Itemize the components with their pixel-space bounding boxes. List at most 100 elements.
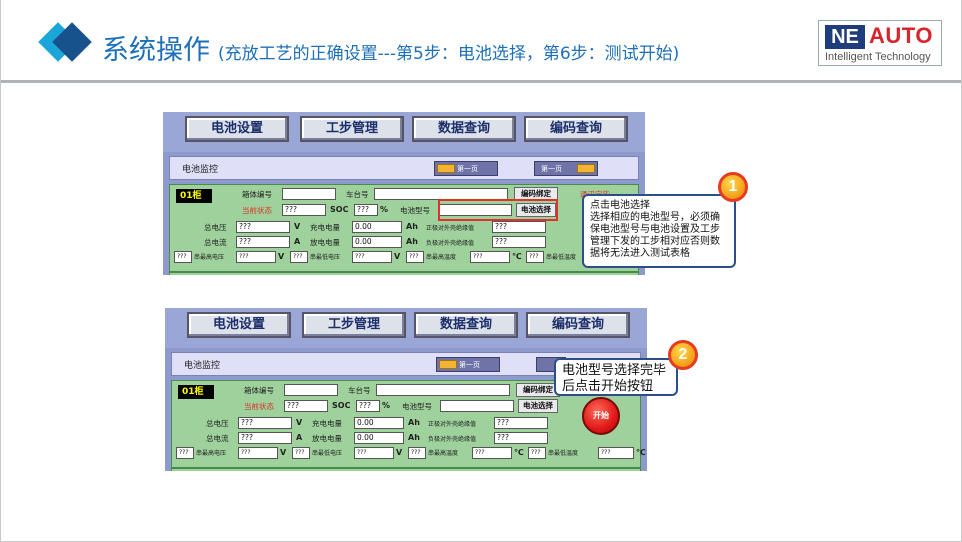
soc-label: SOC xyxy=(330,205,349,214)
cell-high-v-field: ??? xyxy=(174,251,192,263)
callout1-line1: 点击电池选择 xyxy=(590,200,650,211)
callout2-line1: 电池型号选择完毕 xyxy=(562,363,667,378)
bind-code-button-2[interactable]: 编码绑定 xyxy=(516,383,560,397)
tab-code-query[interactable]: 编码查询 xyxy=(524,116,628,142)
tab-battery-settings-2[interactable]: 电池设置 xyxy=(187,312,291,338)
cell-high-t-label: 串最高温度 xyxy=(426,254,457,261)
status-field: ??? xyxy=(282,204,326,216)
cabinet-id-2: 01柜 xyxy=(178,385,214,399)
charge-unit-2: Ah xyxy=(408,418,420,427)
pos-insulation-label: 正极对外壳绝缘值 xyxy=(426,225,475,232)
cell-high-t-field-b2: ??? xyxy=(472,447,512,459)
slide-title-main: 系统操作 xyxy=(102,35,210,66)
battery-type-label-2: 电池型号 xyxy=(402,402,432,411)
cell-high-t-label-b: 串最高温度 xyxy=(428,450,459,457)
arrow-left-icon xyxy=(437,164,455,173)
box-no-label-2: 箱体编号 xyxy=(244,386,274,395)
neg-insulation-label: 负极对外壳绝缘值 xyxy=(426,240,475,247)
prev-page-button[interactable]: 第一页 xyxy=(434,161,498,176)
tab-data-query[interactable]: 数据查询 xyxy=(412,116,516,142)
cabinet-panel: 01柜 箱体编号 车台号 编码绑定 通讯完毕 当前状态 ??? SOC ??? … xyxy=(169,184,639,272)
discharge-field: 0.00 xyxy=(352,236,402,248)
cell-high-t-unit-b: ℃ xyxy=(514,448,524,457)
tab-battery-settings[interactable]: 电池设置 xyxy=(185,116,289,142)
total-current-unit-2: A xyxy=(296,433,303,442)
status-label-2: 当前状态 xyxy=(244,402,274,411)
cell-high-t-field-b: ??? xyxy=(408,447,426,459)
slide-subtitle: (充放工艺的正确设置---第5步：电池选择，第6步：测试开始) xyxy=(218,44,680,64)
prev-page-button-2[interactable]: 第一页 xyxy=(436,357,500,372)
monitor-bar: 电池监控 第一页 第一页 xyxy=(169,156,639,180)
prev-page-label: 第一页 xyxy=(457,165,478,173)
cell-low-v-field-b2: ??? xyxy=(354,447,394,459)
cell-low-v-field-2: ??? xyxy=(352,251,392,263)
step-badge-1: 1 xyxy=(718,172,748,202)
cell-low-t-label-b: 串最低温度 xyxy=(548,450,579,457)
discharge-unit: Ah xyxy=(406,237,418,246)
screenshot-step5: 电池设置 工步管理 数据查询 编码查询 电池监控 第一页 第一页 01柜 箱体编… xyxy=(163,112,645,275)
charge-label-2: 充电电量 xyxy=(312,419,342,428)
total-voltage-unit-2: V xyxy=(296,418,303,427)
cell-low-t-field: ??? xyxy=(526,251,544,263)
discharge-label-2: 放电电量 xyxy=(312,434,342,443)
cell-high-v-field-2: ??? xyxy=(236,251,276,263)
brand-ne: NE xyxy=(825,25,865,49)
charge-unit: Ah xyxy=(406,222,418,231)
tab-code-query-2[interactable]: 编码查询 xyxy=(526,312,630,338)
start-button[interactable]: 开始 xyxy=(582,397,620,435)
cabinet-panel-next xyxy=(169,272,639,275)
neg-insulation-label-2: 负极对外壳绝缘值 xyxy=(428,436,477,443)
monitor-label: 电池监控 xyxy=(182,165,219,175)
pos-insulation-field: ??? xyxy=(492,221,546,233)
battery-type-label: 电池型号 xyxy=(400,206,430,215)
battery-type-field-2[interactable] xyxy=(440,400,514,412)
battery-select-button-2[interactable]: 电池选择 xyxy=(518,399,558,413)
callout1-line2: 选择相应的电池型号，必须确 xyxy=(590,212,720,223)
callout-step5: 点击电池选择 选择相应的电池型号，必须确 保电池型号与电池设置及工步 管理下发的… xyxy=(582,194,736,268)
arrow-right-icon xyxy=(577,164,595,173)
station-field-2[interactable] xyxy=(376,384,510,396)
cell-low-v-unit-b: V xyxy=(396,448,403,457)
next-page-button[interactable]: 第一页 xyxy=(534,161,598,176)
battery-select-button[interactable]: 电池选择 xyxy=(516,203,556,217)
cell-high-t-field: ??? xyxy=(406,251,424,263)
monitor-label-2: 电池监控 xyxy=(184,361,221,371)
box-no-label: 箱体编号 xyxy=(242,190,272,199)
cabinet-panel-2: 01柜 箱体编号 车台号 编码绑定 当前状态 ??? SOC ??? % 电池型… xyxy=(171,380,646,468)
station-label-2: 车台号 xyxy=(348,386,371,395)
total-voltage-field: ??? xyxy=(236,221,290,233)
tab-step-management[interactable]: 工步管理 xyxy=(300,116,404,142)
discharge-unit-2: Ah xyxy=(408,433,420,442)
status-field-2: ??? xyxy=(284,400,328,412)
soc-unit-2: % xyxy=(382,401,391,410)
total-current-label-2: 总电流 xyxy=(206,434,229,443)
callout2-line2: 后点击开始按钮 xyxy=(562,379,654,394)
tab-step-management-2[interactable]: 工步管理 xyxy=(302,312,406,338)
next-page-label: 第一页 xyxy=(541,165,562,173)
cell-high-v-label-b: 串最高电压 xyxy=(196,450,227,457)
cell-high-v-field-b2: ??? xyxy=(238,447,278,459)
cabinet-id: 01柜 xyxy=(176,189,212,203)
callout1-line3: 保电池型号与电池设置及工步 xyxy=(590,224,720,235)
box-no-field-2[interactable] xyxy=(284,384,338,396)
cell-low-v-label: 串最低电压 xyxy=(310,254,341,261)
callout-step6: 电池型号选择完毕 后点击开始按钮 xyxy=(554,358,678,396)
tab-bar-2: 电池设置 工步管理 数据查询 编码查询 xyxy=(165,308,647,348)
cell-high-v-unit: V xyxy=(278,252,285,261)
station-label: 车台号 xyxy=(346,190,369,199)
brand-logo: NE AUTO Intelligent Technology xyxy=(818,20,942,66)
box-no-field[interactable] xyxy=(282,188,336,200)
charge-field-2: 0.00 xyxy=(354,417,404,429)
callout1-line4: 管理下发的工步相对应否则数 xyxy=(590,236,720,247)
cell-low-v-field: ??? xyxy=(290,251,308,263)
header-divider xyxy=(0,80,962,83)
charge-field: 0.00 xyxy=(352,221,402,233)
cell-high-t-field-2: ??? xyxy=(470,251,510,263)
total-voltage-field-2: ??? xyxy=(238,417,292,429)
cell-low-t-unit-b: ℃ xyxy=(636,448,646,457)
cell-high-v-label: 串最高电压 xyxy=(194,254,225,261)
total-current-unit: A xyxy=(294,237,301,246)
cell-high-t-unit: ℃ xyxy=(512,252,522,261)
discharge-field-2: 0.00 xyxy=(354,432,404,444)
tab-data-query-2[interactable]: 数据查询 xyxy=(414,312,518,338)
